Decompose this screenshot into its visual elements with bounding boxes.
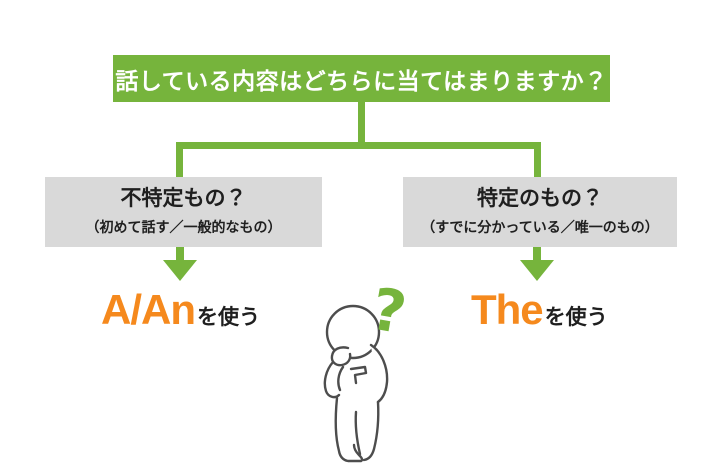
option-title-indefinite: 不特定もの？ bbox=[120, 187, 247, 211]
option-box-definite: 特定のもの？ （すでに分かっている／唯一のもの） bbox=[403, 177, 677, 247]
result-suffix-a-an: を使う bbox=[197, 306, 260, 329]
result-the: The を使う bbox=[471, 289, 608, 331]
option-subtitle-indefinite: （初めて話す／一般的なもの） bbox=[85, 218, 282, 235]
option-subtitle-definite: （すでに分かっている／唯一のもの） bbox=[421, 218, 659, 235]
result-word-the: The bbox=[471, 286, 544, 333]
connector-line-left-drop bbox=[176, 142, 183, 178]
down-arrow-icon-left bbox=[163, 260, 197, 281]
down-arrow-icon-right-shaft bbox=[533, 247, 541, 261]
down-arrow-icon-right bbox=[520, 260, 554, 281]
question-header-label: 話している内容はどちらに当てはまりますか？ bbox=[115, 67, 608, 94]
result-a-an: A/An を使う bbox=[101, 289, 260, 331]
result-suffix-the: を使う bbox=[544, 306, 608, 329]
question-header-box: 話している内容はどちらに当てはまりますか？ bbox=[113, 55, 610, 102]
down-arrow-icon-left-shaft bbox=[176, 247, 184, 261]
option-box-indefinite: 不特定もの？ （初めて話す／一般的なもの） bbox=[45, 177, 322, 247]
option-title-definite: 特定のもの？ bbox=[477, 187, 603, 211]
thinking-person-drawing bbox=[323, 304, 389, 463]
connector-line-horizontal bbox=[176, 142, 541, 149]
result-word-a-an: A/An bbox=[101, 286, 196, 333]
connector-line-stem bbox=[358, 102, 365, 143]
thinking-person-figure bbox=[308, 288, 418, 466]
connector-line-right-drop bbox=[534, 142, 541, 178]
